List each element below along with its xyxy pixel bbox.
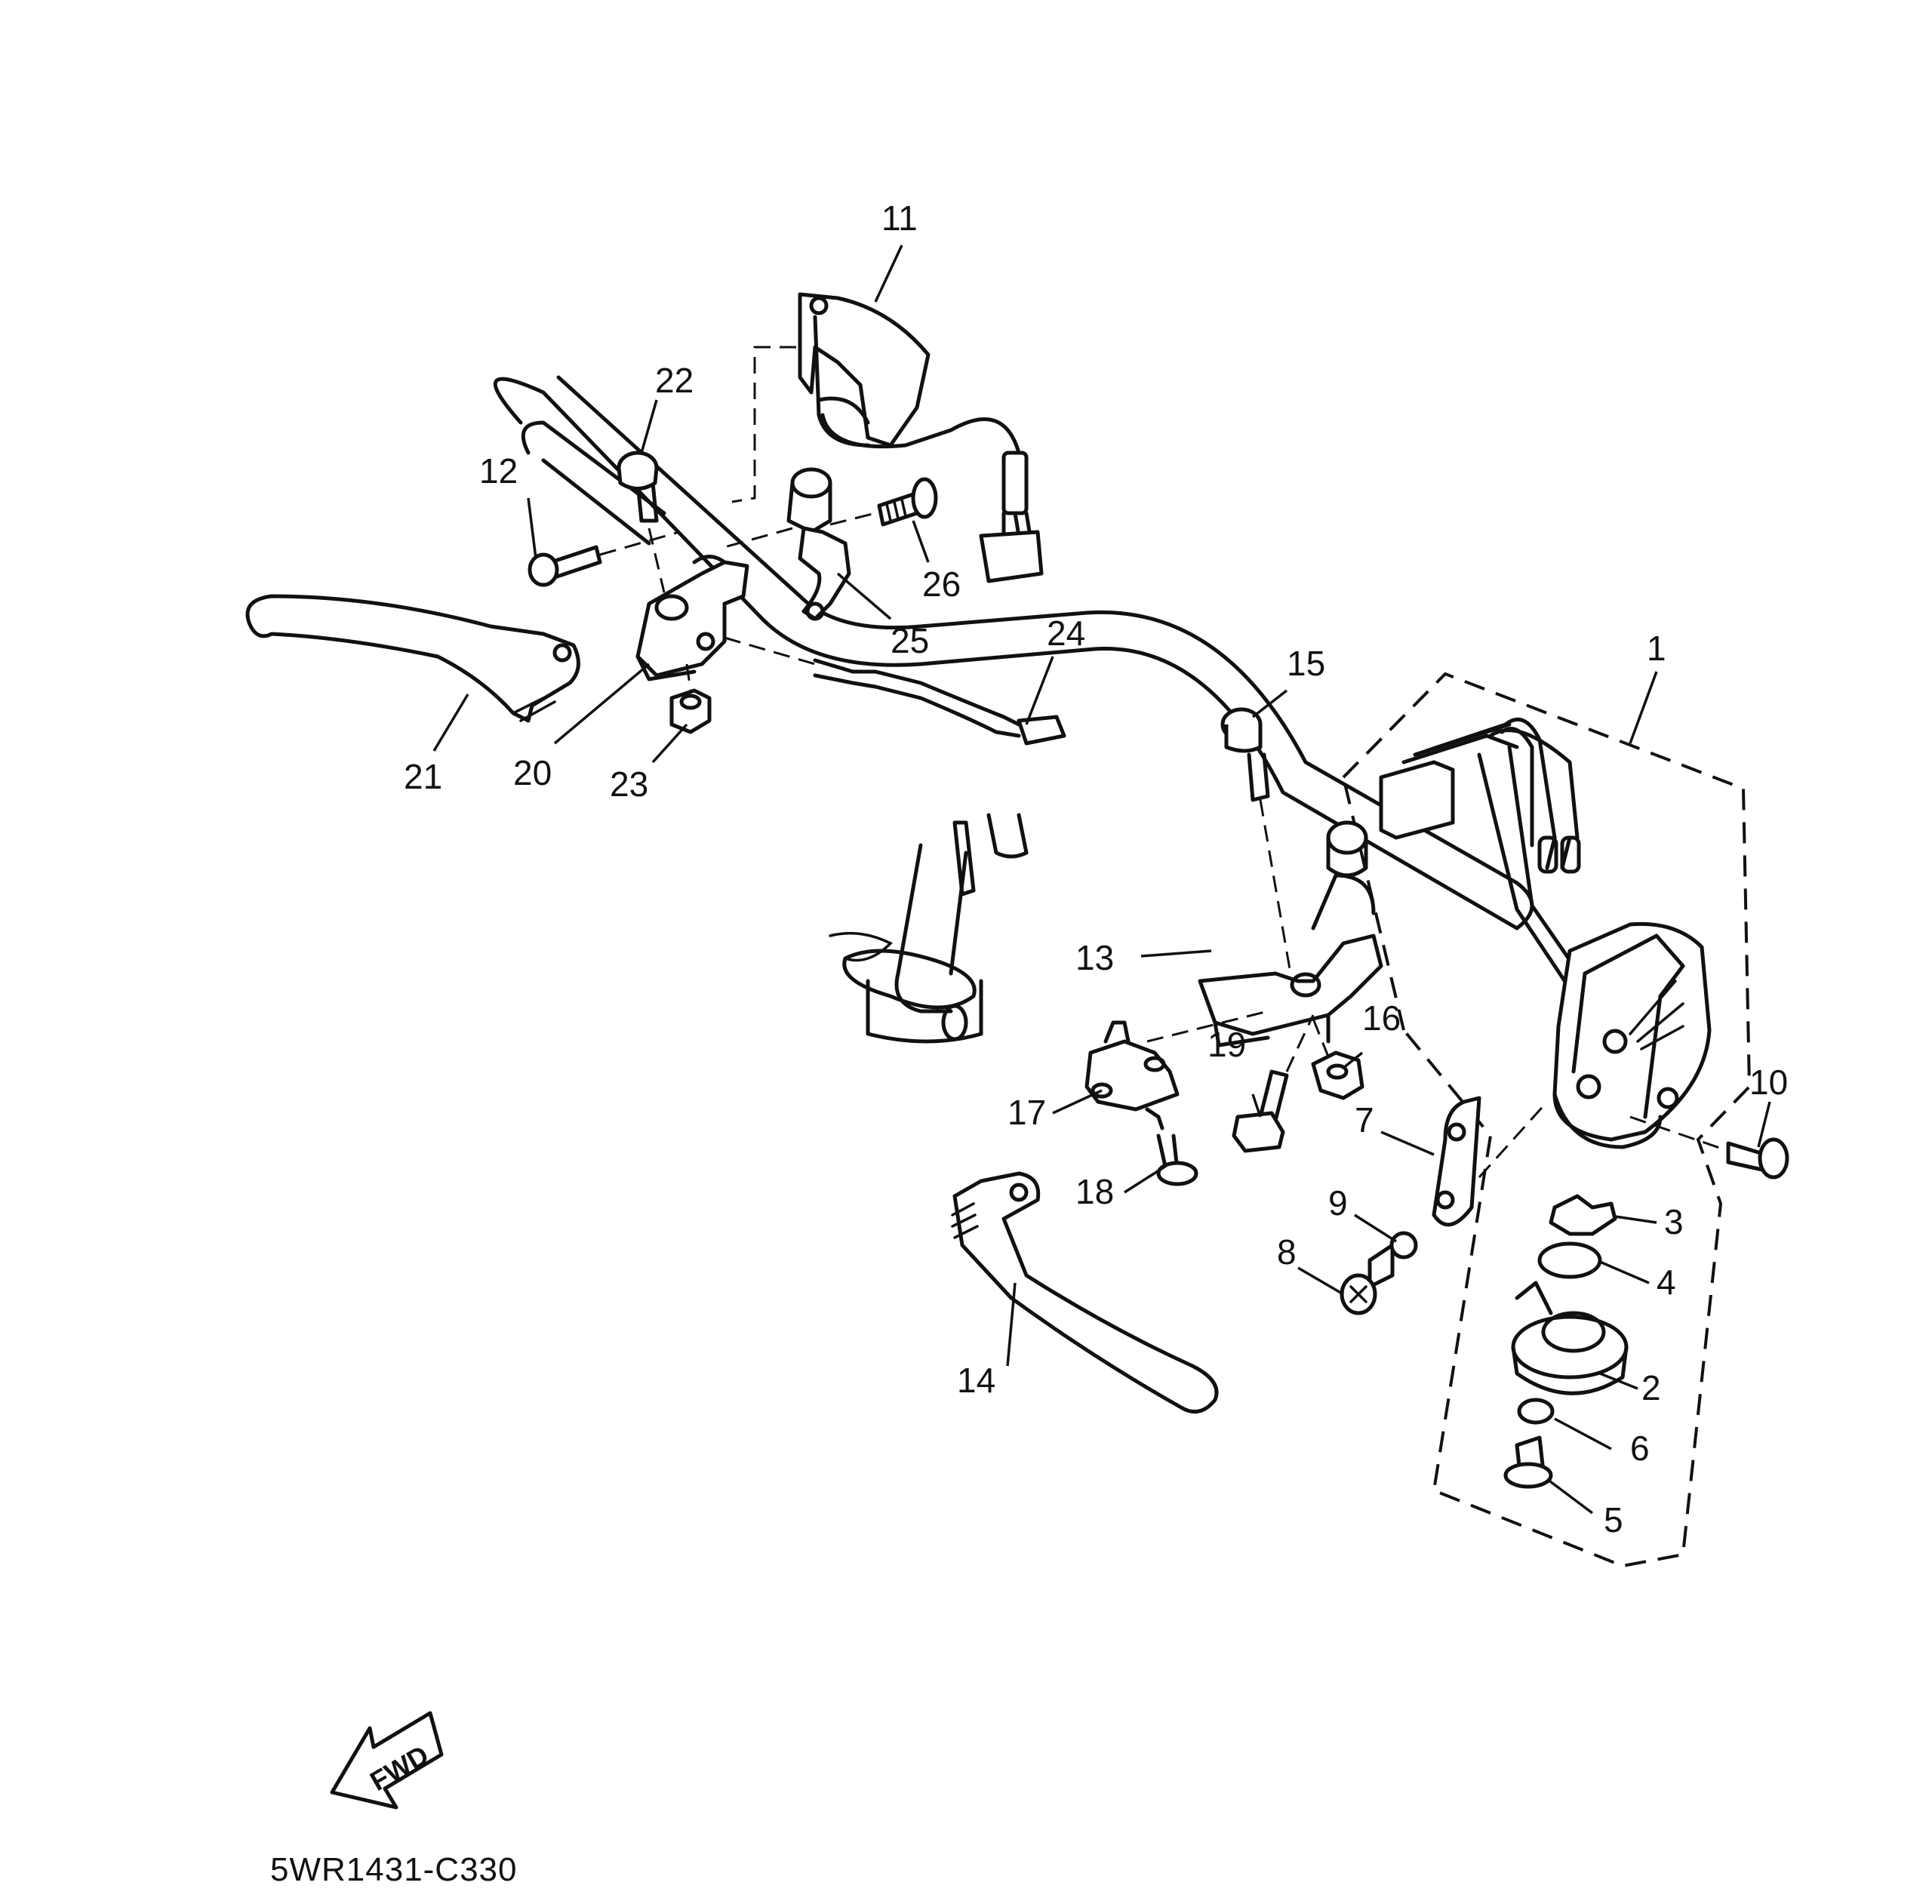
callout-16: 16 — [1362, 998, 1401, 1038]
part-12-screw — [528, 531, 680, 587]
callout-12: 12 — [479, 451, 518, 491]
callout-25: 25 — [891, 621, 929, 660]
callout-3: 3 — [1664, 1202, 1684, 1241]
part-8-screw — [1340, 1243, 1395, 1315]
callout-5: 5 — [1604, 1500, 1623, 1540]
callout-15: 15 — [1287, 644, 1325, 683]
callout-19: 19 — [1208, 1025, 1246, 1064]
part-14-lever — [951, 1171, 1219, 1414]
callout-13: 13 — [1075, 938, 1114, 977]
callout-7: 7 — [1355, 1100, 1374, 1140]
callout-22: 22 — [655, 361, 694, 400]
part-9-washer — [1389, 1231, 1418, 1260]
callout-2: 2 — [1641, 1368, 1661, 1407]
callout-18: 18 — [1075, 1172, 1114, 1211]
part-13-lever-holder — [1198, 820, 1383, 1047]
callout-labels: 11 22 12 26 25 24 21 20 23 15 1 13 16 19… — [404, 198, 1788, 1540]
callout-11: 11 — [881, 198, 918, 238]
part-2-cap — [1511, 1281, 1629, 1395]
part-11-switch — [731, 292, 1044, 583]
callout-24: 24 — [1047, 614, 1085, 653]
callout-10: 10 — [1749, 1063, 1788, 1102]
callout-21: 21 — [404, 757, 442, 796]
callout-6: 6 — [1630, 1429, 1650, 1468]
part-20-lever-holder — [635, 555, 749, 681]
part-24-cable — [724, 636, 1066, 746]
part-6-washer — [1517, 1398, 1555, 1425]
part-10-screw — [1629, 1115, 1789, 1180]
part-7-clamp — [1432, 1096, 1549, 1227]
part-21-lever — [245, 594, 580, 723]
part-23-nut — [669, 663, 712, 734]
callout-1: 1 — [1647, 629, 1666, 668]
callout-14: 14 — [957, 1361, 995, 1400]
callout-23: 23 — [610, 764, 648, 804]
handlebar — [493, 375, 1534, 1044]
callout-8: 8 — [1277, 1232, 1297, 1272]
fwd-arrow-icon: FWD — [330, 1711, 444, 1810]
part-25-holder — [724, 467, 851, 621]
diagram-code: 5WR1431-C330 — [270, 1851, 518, 1888]
callout-20: 20 — [513, 753, 552, 792]
part-17-switch — [1084, 1010, 1269, 1130]
part-19-bolt — [1232, 1014, 1315, 1153]
part-1-switch-assembly — [1342, 672, 1752, 1568]
part-18-screw — [1156, 1133, 1198, 1186]
part-22-bolt — [617, 451, 666, 593]
leader-lines — [432, 245, 1771, 1515]
callout-4: 4 — [1657, 1263, 1676, 1302]
callout-17: 17 — [1008, 1093, 1046, 1132]
part-3-washer — [1549, 1194, 1617, 1236]
part-4-washer — [1537, 1241, 1602, 1279]
callout-26: 26 — [922, 564, 961, 604]
part-15-bolt — [1220, 707, 1292, 974]
callout-9: 9 — [1328, 1183, 1348, 1223]
part-26-bolt — [829, 477, 938, 527]
part-5-screw — [1503, 1435, 1553, 1489]
